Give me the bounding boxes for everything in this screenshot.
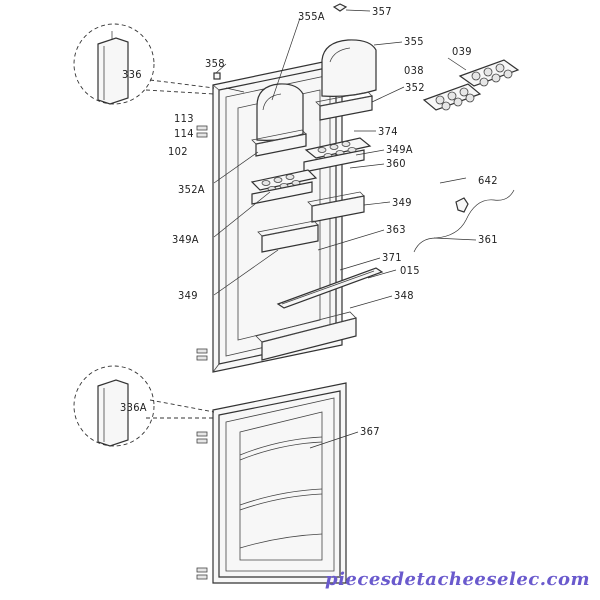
label-361: 361	[478, 233, 498, 246]
label-363: 363	[386, 223, 406, 236]
label-038: 038	[404, 64, 424, 77]
part-labels: 355A 357 355 039 358 038 336 352 113 114…	[120, 5, 498, 438]
label-349-bottom: 349	[178, 289, 198, 302]
label-642: 642	[478, 174, 498, 187]
freezer-door	[196, 382, 347, 584]
label-355A: 355A	[298, 10, 325, 23]
label-367: 367	[360, 425, 380, 438]
label-113: 113	[174, 112, 194, 125]
door-fittings	[250, 39, 520, 361]
label-349-right: 349	[392, 196, 412, 209]
label-349A-top: 349A	[386, 143, 413, 156]
label-371: 371	[382, 251, 402, 264]
label-374: 374	[378, 125, 398, 138]
watermark-text: piecesdetacheeselec.com	[325, 569, 590, 590]
gasket-detail-336A	[73, 365, 215, 447]
label-039: 039	[452, 45, 472, 58]
label-352A: 352A	[178, 183, 205, 196]
label-358: 358	[205, 57, 225, 70]
leader-lines	[111, 9, 477, 449]
label-360: 360	[386, 157, 406, 170]
label-336: 336	[122, 68, 142, 81]
label-352: 352	[405, 81, 425, 94]
label-336A: 336A	[120, 401, 147, 414]
label-348: 348	[394, 289, 414, 302]
label-114: 114	[174, 127, 194, 140]
label-102: 102	[168, 145, 188, 158]
label-355: 355	[404, 35, 424, 48]
label-015: 015	[400, 264, 420, 277]
label-357: 357	[372, 5, 392, 18]
gasket-detail-336	[73, 23, 215, 105]
label-349A-left: 349A	[172, 233, 199, 246]
